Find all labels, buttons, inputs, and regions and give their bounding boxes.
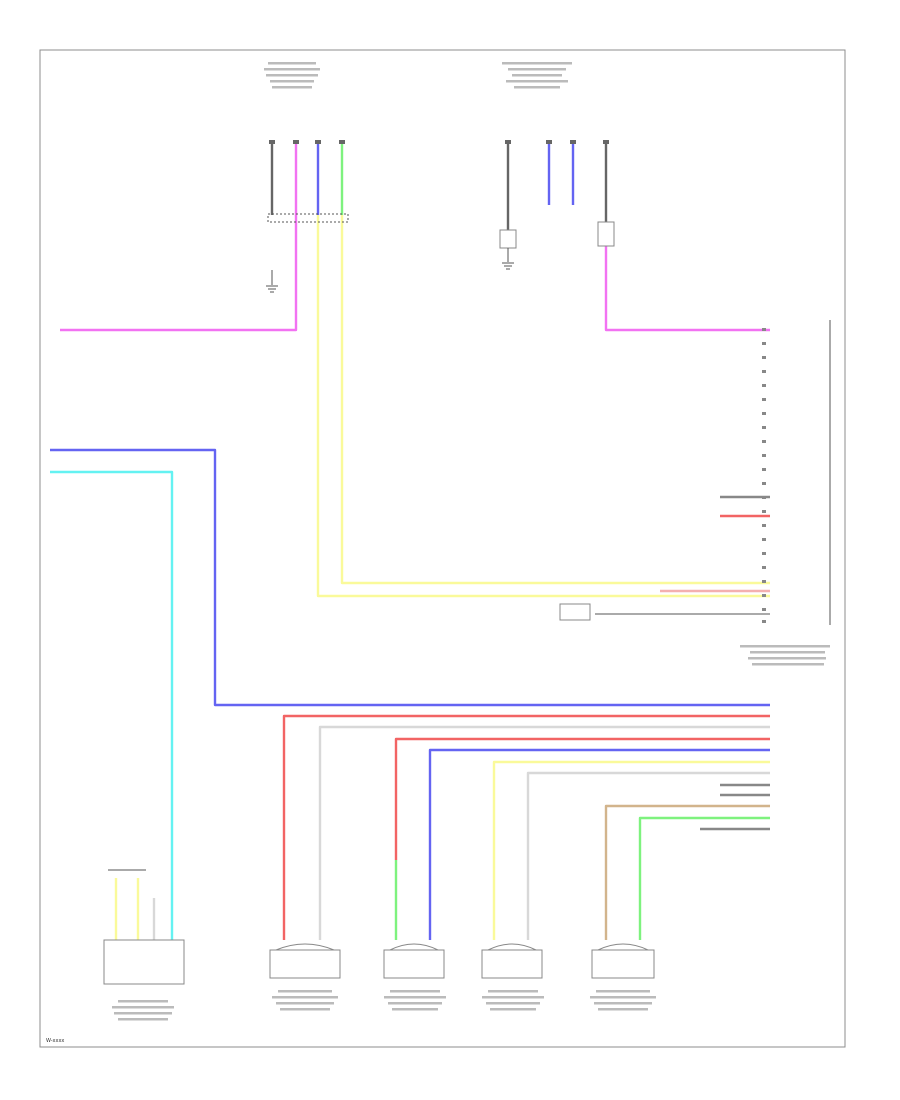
terminal <box>315 140 321 144</box>
fuse-box <box>597 221 615 247</box>
module-label <box>740 645 830 666</box>
ground-symbol <box>266 270 278 293</box>
wire-yellow-left <box>316 215 770 598</box>
wire-white-rr <box>526 771 770 940</box>
wire-red-lr <box>394 737 770 860</box>
sensor-body <box>103 939 185 985</box>
lower-harness <box>50 448 770 940</box>
diagram-frame <box>39 49 846 1048</box>
wire-tan-lf <box>604 804 770 940</box>
ground-symbol <box>502 248 514 270</box>
wire-green-lf <box>638 816 770 940</box>
wire-white-rf <box>318 725 770 940</box>
small-component <box>499 229 517 249</box>
sensor-symbol <box>383 943 445 979</box>
terminal <box>293 140 299 144</box>
wire-cyan-main <box>50 470 174 940</box>
wire-pink-tr <box>604 245 770 332</box>
wheel-sensor-rear-left <box>383 943 445 979</box>
control-module <box>559 320 831 666</box>
terminal <box>546 140 552 144</box>
wire-blue-main <box>50 448 770 707</box>
top-left-component-label <box>264 62 320 89</box>
module-pins <box>762 328 766 623</box>
top-left-connector <box>60 140 770 598</box>
wire-blue-lr <box>428 748 770 940</box>
sensor-symbol <box>269 943 341 979</box>
bottom-label-blocks <box>112 990 656 1021</box>
terminal <box>269 140 275 144</box>
terminal <box>505 140 511 144</box>
wheel-sensor-front-left <box>591 943 655 979</box>
wire-yellow-rr <box>492 760 770 940</box>
sensor-symbol <box>591 943 655 979</box>
wheel-sensor-rear-right <box>481 943 543 979</box>
small-relay <box>559 603 591 621</box>
wire-pink-top <box>60 140 298 332</box>
top-right-component-label <box>502 62 572 89</box>
sensor-symbol <box>481 943 543 979</box>
top-right-connector <box>499 140 770 332</box>
terminal <box>603 140 609 144</box>
wire-red-rf <box>282 714 770 940</box>
footer-code: W-xxxx <box>46 1038 64 1044</box>
yaw-rate-sensor <box>103 869 185 985</box>
terminal <box>570 140 576 144</box>
connector-splice-box <box>267 213 349 223</box>
wire-yellow-right <box>340 215 770 585</box>
terminal <box>339 140 345 144</box>
wheel-sensor-front-right <box>269 943 341 979</box>
